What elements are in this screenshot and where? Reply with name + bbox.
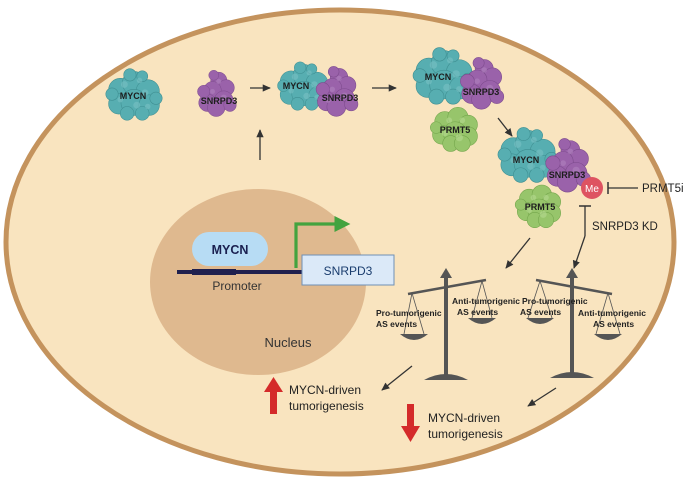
snrpd3-protein-1-label: SNRPD3 bbox=[201, 96, 238, 106]
snrpd3-protein-2-label: SNRPD3 bbox=[322, 93, 359, 103]
outcome-up-line2: tumorigenesis bbox=[289, 399, 364, 413]
snrpd3-protein-3-label: SNRPD3 bbox=[463, 87, 500, 97]
snrpd3-gene-label: SNRPD3 bbox=[324, 264, 373, 278]
methylation-mark-label: Me bbox=[585, 184, 599, 195]
balance-scale-right bbox=[526, 268, 622, 378]
prmt5i-label: PRMT5i bbox=[642, 183, 684, 195]
left-pro-label-2: AS events bbox=[376, 319, 417, 329]
arrow-to-outcome-up bbox=[381, 365, 413, 391]
left-anti-label-2: AS events bbox=[457, 307, 498, 317]
right-pro-label-1: Pro-tumorigenic bbox=[522, 296, 588, 306]
red-down-arrow-icon bbox=[401, 404, 420, 442]
outcome-down-line1: MYCN-driven bbox=[428, 411, 500, 425]
right-anti-label-1: Anti-tumorigenic bbox=[578, 308, 646, 318]
mycn-protein-4-label: MYCN bbox=[513, 155, 540, 165]
snrpd3-gene-box bbox=[301, 254, 395, 286]
arrow-to-outcome-down bbox=[527, 387, 557, 407]
outcome-down-line2: tumorigenesis bbox=[428, 427, 503, 441]
left-anti-label-1: Anti-tumorigenic bbox=[452, 296, 520, 306]
mycn-protein-2-label: MYCN bbox=[283, 81, 310, 91]
snrpd3-protein-4-label: SNRPD3 bbox=[549, 170, 586, 180]
right-pro-label-2: AS events bbox=[520, 307, 561, 317]
nucleus-label: Nucleus bbox=[265, 335, 312, 350]
red-up-arrow-icon bbox=[264, 377, 283, 414]
methylation-mark bbox=[581, 177, 603, 199]
arrow-to-scale-right bbox=[572, 235, 586, 269]
promoter-segment bbox=[192, 269, 236, 275]
mycn-gene-pill bbox=[192, 232, 268, 266]
mycn-gene-label: MYCN bbox=[212, 243, 249, 257]
arrow-to-scale-left bbox=[505, 237, 531, 269]
transcription-start-arrow bbox=[294, 216, 351, 268]
promoter-label: Promoter bbox=[212, 279, 261, 293]
right-anti-label-2: AS events bbox=[593, 319, 634, 329]
mycn-protein-1-label: MYCN bbox=[120, 91, 147, 101]
mycn-protein-3-label: MYCN bbox=[425, 72, 452, 82]
prmt5-protein-4-label: PRMT5 bbox=[525, 202, 556, 212]
balance-scale-left bbox=[400, 268, 496, 380]
prmt5-protein-3-label: PRMT5 bbox=[440, 125, 471, 135]
arrow-step3 bbox=[497, 117, 513, 137]
left-pro-label-1: Pro-tumorigenic bbox=[376, 308, 442, 318]
snrpd3kd-label: SNRPD3 KD bbox=[592, 221, 658, 233]
outcome-up-line1: MYCN-driven bbox=[289, 383, 361, 397]
